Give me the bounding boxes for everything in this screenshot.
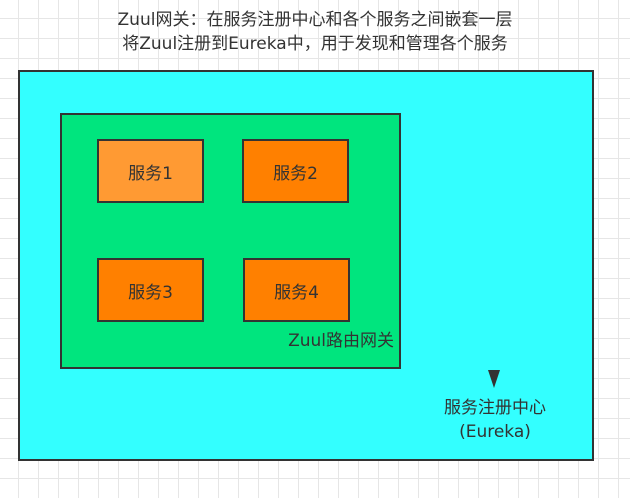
service-2-label: 服务2 [273, 163, 318, 184]
service-3-box: 服务3 [97, 258, 204, 322]
service-4-box: 服务4 [243, 258, 350, 322]
diagram-caption: Zuul网关：在服务注册中心和各个服务之间嵌套一层 将Zuul注册到Eureka… [0, 8, 630, 56]
service-registry-label: 服务注册中心 (Eureka) [430, 396, 560, 444]
zuul-gateway-label: Zuul路由网关 [288, 331, 394, 351]
service-registry-box: 服务1 服务2 服务3 服务4 Zuul路由网关 服务注册中心 (Eureka) [18, 70, 594, 461]
caption-line-1: Zuul网关：在服务注册中心和各个服务之间嵌套一层 [117, 10, 513, 30]
triangle-pointer-icon [488, 370, 500, 388]
service-3-label: 服务3 [128, 282, 173, 303]
service-4-label: 服务4 [274, 282, 319, 303]
caption-line-2: 将Zuul注册到Eureka中，用于发现和管理各个服务 [122, 34, 508, 54]
service-1-label: 服务1 [128, 163, 173, 184]
service-2-box: 服务2 [242, 139, 349, 203]
service-registry-label-line-2: (Eureka) [459, 422, 531, 442]
service-1-box: 服务1 [97, 139, 204, 203]
zuul-gateway-box: 服务1 服务2 服务3 服务4 Zuul路由网关 [60, 113, 401, 369]
service-registry-label-line-1: 服务注册中心 [444, 398, 546, 418]
